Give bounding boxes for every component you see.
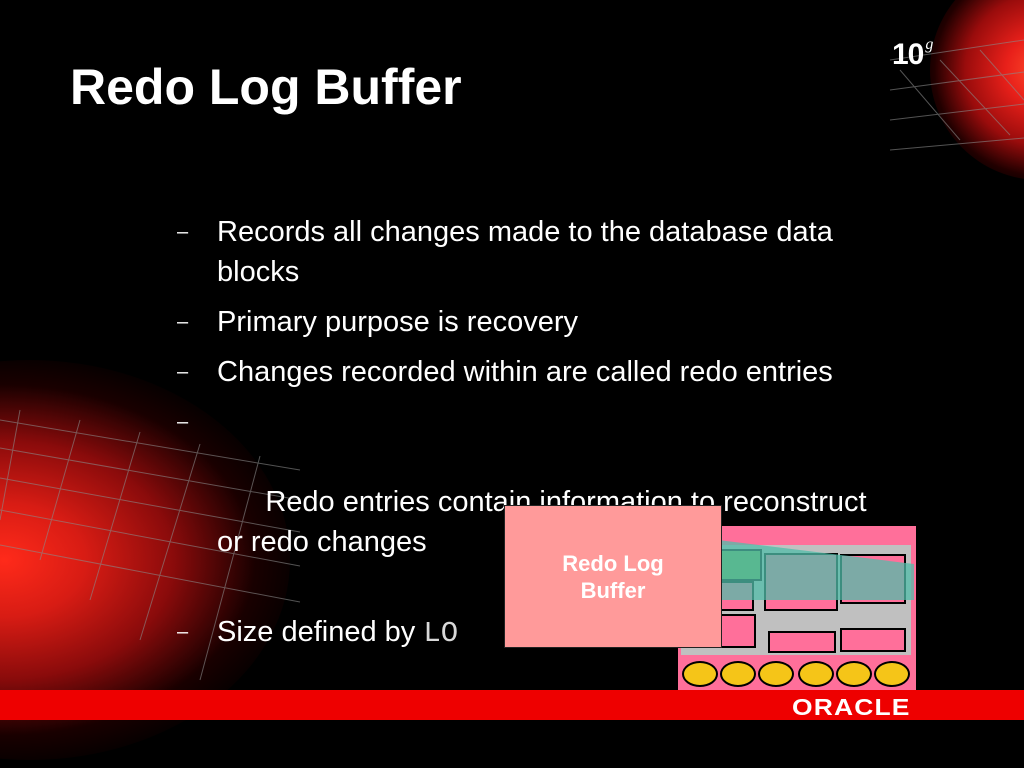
background-process-icon — [758, 661, 794, 687]
dash-icon: – — [177, 311, 189, 333]
redo-log-buffer-callout: Redo Log Buffer — [504, 505, 722, 648]
dash-icon: – — [177, 221, 189, 243]
background-process-icon — [720, 661, 756, 687]
bullet-item: – Changes recorded within are called red… — [175, 352, 895, 392]
memory-block — [768, 631, 836, 653]
bullet-text: Primary purpose is recovery — [217, 306, 578, 338]
slide-title: Redo Log Buffer — [70, 59, 462, 115]
version-superscript: g — [925, 36, 933, 53]
oracle-logo: ORACLE — [792, 694, 911, 720]
bullet-text: Records all changes made to the database… — [217, 216, 833, 288]
parameter-name: LO — [423, 617, 459, 650]
bullet-text: Size defined by — [217, 616, 416, 648]
background-process-icon — [798, 661, 834, 687]
background-process-icon — [682, 661, 718, 687]
bullet-text: Changes recorded within are called redo … — [217, 356, 833, 388]
footer-bar — [0, 690, 1024, 720]
background-process-icon — [874, 661, 910, 687]
dash-icon: – — [177, 411, 189, 433]
bullet-item: – Records all changes made to the databa… — [175, 212, 895, 292]
callout-line: Redo Log — [562, 551, 664, 576]
dash-icon: – — [177, 361, 189, 383]
memory-block — [840, 628, 906, 652]
callout-line: Buffer — [580, 578, 646, 603]
dash-icon: – — [177, 621, 189, 643]
memory-block — [716, 614, 756, 648]
version-number: 10 — [892, 38, 924, 71]
bullet-item: – Size defined by LO — [175, 612, 895, 654]
bullet-item: – Primary purpose is recovery — [175, 302, 895, 342]
background-process-icon — [836, 661, 872, 687]
